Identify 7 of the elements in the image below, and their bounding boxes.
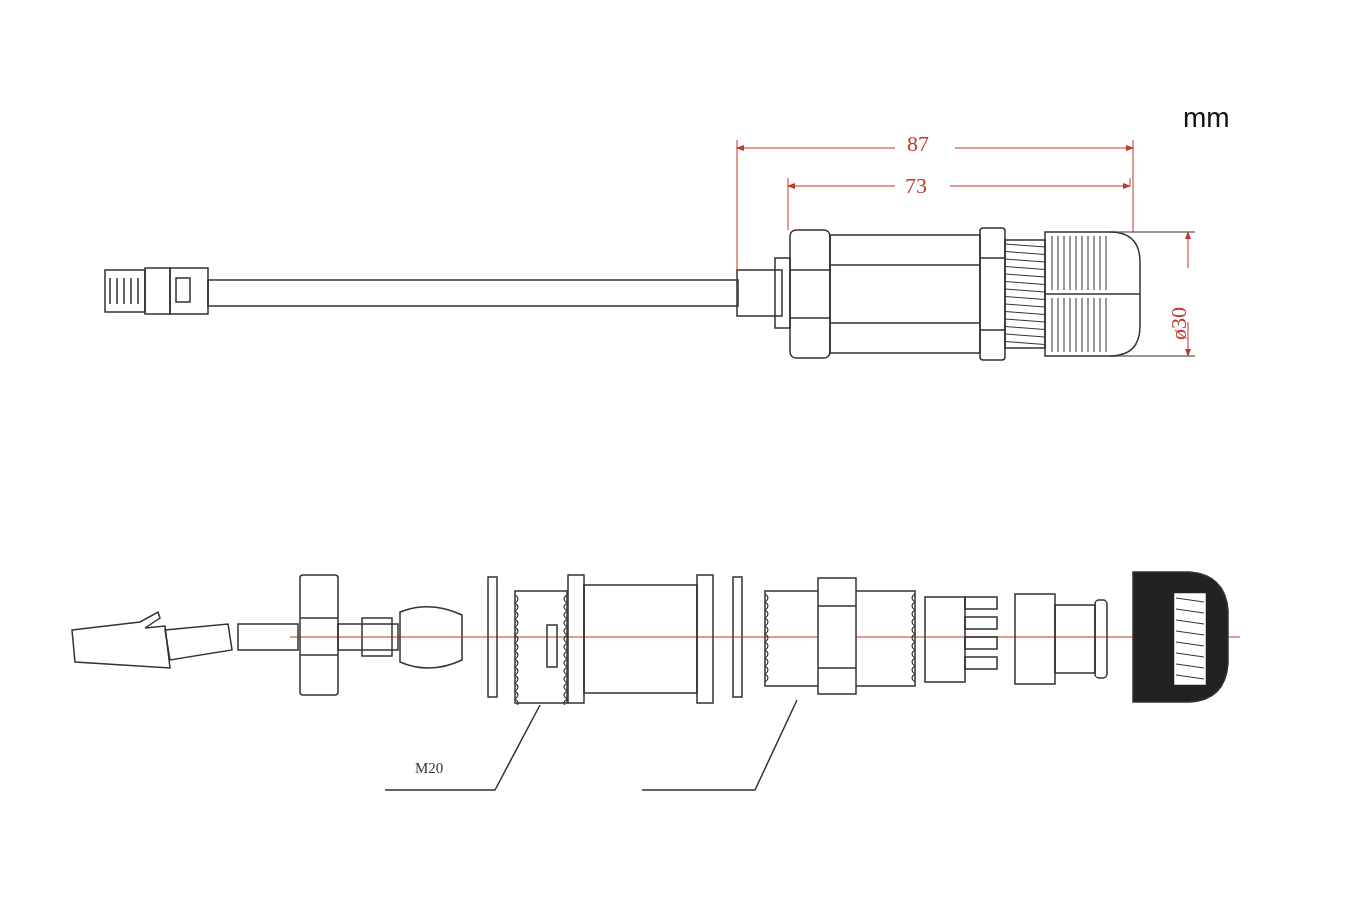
- dimension-value: 87: [907, 133, 929, 155]
- unit-label: mm: [1183, 104, 1230, 132]
- leader-line: [641, 699, 798, 791]
- dimension-value: 73: [905, 175, 927, 197]
- dimension-value: ø30: [1168, 307, 1190, 340]
- leader-line: [384, 704, 541, 791]
- part-label: M20: [415, 760, 444, 777]
